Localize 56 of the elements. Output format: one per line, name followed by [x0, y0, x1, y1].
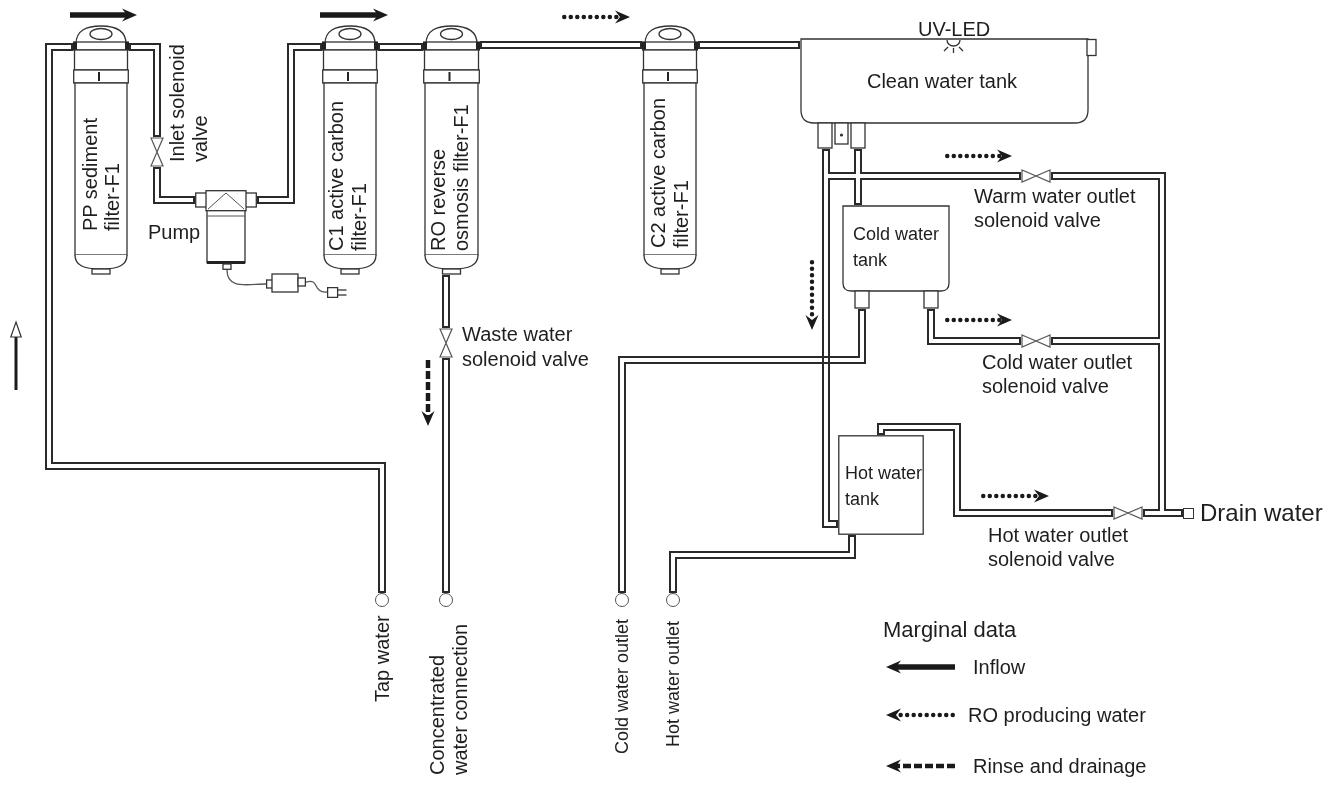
- water-pipe: [698, 41, 800, 49]
- solenoid-valve-symbol: [150, 137, 164, 167]
- water-pipe: [480, 41, 642, 49]
- power-cord: [226, 269, 267, 286]
- valve-label: Warm water outlet solenoid valve: [974, 184, 1137, 232]
- water-pipe: [927, 309, 1021, 345]
- water-tank: [842, 205, 950, 309]
- valve-label: Hot water outlet solenoid valve: [988, 523, 1130, 571]
- water-pipe: [378, 43, 423, 51]
- filter-label: C1 active carbon filter-F1: [325, 99, 371, 251]
- tank-label: Hot water tank: [845, 462, 924, 511]
- connector-label: Hot water outlet: [662, 619, 684, 747]
- drain-label: Drain water: [1200, 499, 1324, 527]
- pipe-end-connector: [615, 593, 629, 607]
- led-label: UV-LED: [918, 19, 992, 39]
- tank-label: Clean water tank: [866, 70, 1018, 93]
- filter-cartridge: [322, 25, 378, 275]
- power-plug-drawing: [327, 287, 347, 298]
- pipe-end-connector: [439, 593, 453, 607]
- connector-label: Tap water: [370, 614, 394, 702]
- connector-label: Cold water outlet: [611, 617, 633, 754]
- legend-title: Marginal data: [883, 617, 1018, 643]
- filter-label: C2 active carbon filter-F1: [647, 96, 693, 248]
- valve-label: Inlet solenoid valve: [166, 43, 212, 162]
- water-tank: [838, 435, 924, 535]
- water-pipe: [442, 275, 450, 328]
- filter-label: PP sediment filter-F1: [79, 116, 123, 231]
- power-cord: [305, 280, 328, 293]
- water-pipe: [618, 309, 866, 593]
- tank-label: Cold water tank: [853, 223, 941, 272]
- valve-label: Cold water outlet solenoid valve: [982, 350, 1134, 398]
- pump-label: Pump: [148, 221, 202, 244]
- legend-label: Inflow: [973, 655, 1027, 679]
- water-pipe: [257, 43, 322, 204]
- filter-cartridge: [73, 25, 129, 275]
- solenoid-valve-symbol: [1113, 506, 1143, 520]
- water-pipe: [153, 167, 195, 204]
- connector-label: Concentrated water connection: [426, 622, 472, 775]
- solenoid-valve-symbol: [1021, 169, 1051, 183]
- pipe-end-connector: [666, 593, 680, 607]
- filter-cartridge: [423, 25, 480, 275]
- water-pipe: [442, 358, 450, 593]
- filter-cartridge: [642, 25, 698, 275]
- legend-label: Rinse and drainage: [973, 754, 1148, 778]
- solenoid-valve-symbol: [1021, 334, 1051, 348]
- solenoid-valve-symbol: [439, 328, 453, 358]
- water-pipe: [129, 43, 161, 137]
- water-pipe: [877, 423, 1113, 517]
- water-pipe: [854, 149, 862, 205]
- valve-label: Waste water solenoid valve: [462, 322, 590, 372]
- filter-label: RO reverse osmosis filter-F1: [427, 103, 473, 251]
- water-pipe: [669, 535, 856, 593]
- drain-connector: [1183, 508, 1194, 519]
- legend-label: RO producing water: [968, 703, 1147, 727]
- water-pipe: [45, 43, 386, 593]
- pipe-end-connector: [375, 593, 389, 607]
